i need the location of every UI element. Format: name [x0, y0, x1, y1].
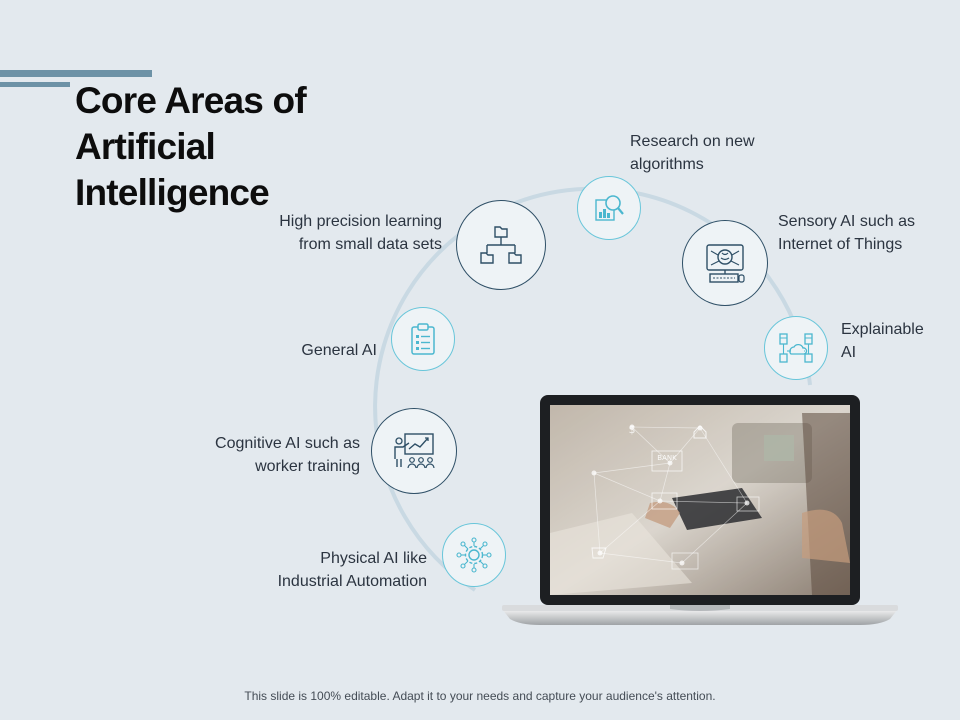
- label-sensory: Sensory AI such as Internet of Things: [778, 213, 915, 253]
- network-devices-icon: [779, 333, 813, 363]
- research-node: [577, 176, 641, 240]
- svg-text:$: $: [629, 423, 636, 436]
- slide-title: Core Areas of Artificial Intelligence: [75, 80, 307, 213]
- explainable-node: [764, 316, 828, 380]
- label-explainable: Explainable AI: [841, 321, 924, 361]
- computer-brain-icon: [706, 244, 745, 283]
- physical-node: [442, 523, 506, 587]
- presentation-icon: [394, 433, 435, 469]
- label-physical: Physical AI like Industrial Automation: [277, 550, 427, 590]
- general-ai-node: [391, 307, 455, 371]
- high-precision-node: [456, 200, 546, 290]
- cognitive-node: [371, 408, 457, 494]
- label-high-precision: High precision learning from small data …: [279, 213, 442, 253]
- bank-screen-text: BANK: [657, 454, 677, 462]
- accent-bar: [0, 70, 152, 77]
- clipboard-icon: [411, 323, 435, 355]
- accent-bar-small: [0, 82, 70, 87]
- magnifier-chart-icon: [595, 195, 624, 221]
- label-research: Research on new algorithms: [630, 133, 755, 173]
- footer-note: This slide is 100% editable. Adapt it to…: [244, 689, 716, 703]
- gear-network-icon: [456, 537, 492, 573]
- label-cognitive: Cognitive AI such as worker training: [215, 435, 360, 475]
- label-general-ai: General AI: [301, 342, 377, 359]
- laptop-image: $ BANK: [502, 395, 898, 625]
- sensory-node: [682, 220, 768, 306]
- hierarchy-icon: [480, 226, 522, 264]
